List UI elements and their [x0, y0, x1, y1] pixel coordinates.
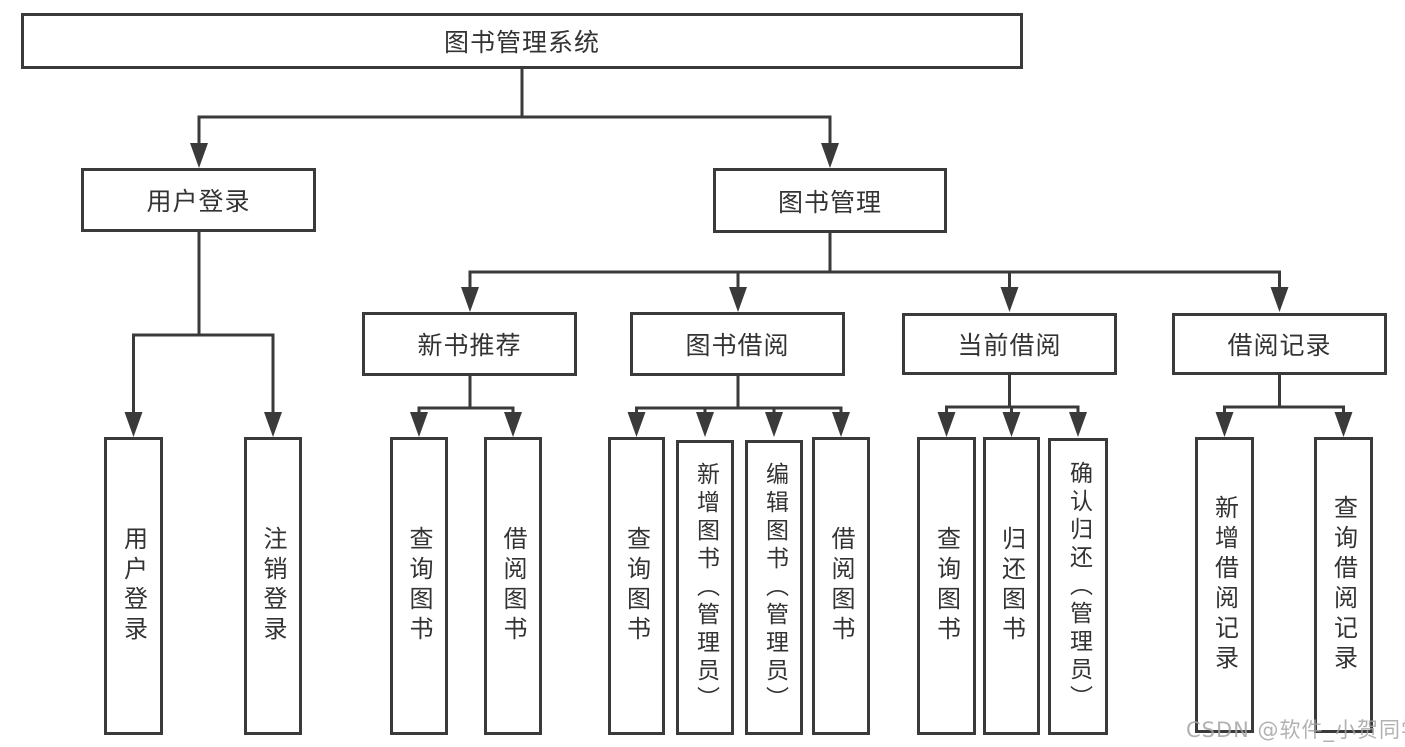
connector-userlogin-to-leaves — [132, 230, 275, 417]
leaf-records-add-record-label: 新增借阅记录 — [1210, 495, 1239, 675]
arrowhead-icon — [1069, 412, 1087, 437]
connector-records-to-leaves — [1223, 373, 1345, 417]
leaf-borrowing-add-books: 新增图书（管理员） — [676, 440, 734, 735]
leaf-borrowing-edit-books-label: 编辑图书（管理员） — [761, 461, 788, 714]
node-book-borrowing-label: 图书借阅 — [685, 331, 790, 360]
leaf-records-add-record: 新增借阅记录 — [1195, 437, 1254, 733]
leaf-recommend-query-books-label: 查询图书 — [405, 526, 433, 646]
node-book-borrowing: 图书借阅 — [630, 312, 845, 376]
leaf-borrowing-edit-books: 编辑图书（管理员） — [745, 440, 803, 735]
leaf-user-login-label: 用户登录 — [119, 526, 148, 646]
leaf-recommend-borrow-books-label: 借阅图书 — [499, 526, 527, 646]
leaf-borrowing-query-books: 查询图书 — [608, 437, 665, 735]
arrowhead-icon — [696, 412, 714, 437]
leaf-user-login: 用户登录 — [104, 437, 163, 735]
leaf-recommend-query-books: 查询图书 — [390, 437, 448, 735]
node-current-borrowing-label: 当前借阅 — [957, 331, 1062, 360]
connector-current-to-leaves — [945, 373, 1080, 417]
connector-root-to-level2 — [197, 67, 832, 148]
arrowhead-icon — [937, 412, 956, 437]
arrowhead-icon — [1002, 412, 1021, 437]
leaf-records-query-record-label: 查询借阅记录 — [1329, 495, 1358, 675]
leaf-current-confirm-return-label: 确认归还（管理员） — [1065, 460, 1092, 713]
leaf-logout-label: 注销登录 — [259, 526, 287, 646]
node-user-login: 用户登录 — [81, 168, 316, 232]
arrowhead-icon — [821, 143, 839, 168]
node-root: 图书管理系统 — [21, 13, 1023, 69]
node-new-book-recommend: 新书推荐 — [362, 312, 577, 376]
node-borrowing-records-label: 借阅记录 — [1227, 331, 1332, 360]
connector-borrowing-to-leaves — [635, 374, 843, 417]
arrowhead-icon — [627, 412, 646, 437]
leaf-current-return-books: 归还图书 — [983, 437, 1040, 735]
leaf-current-query-books-label: 查询图书 — [932, 526, 961, 646]
node-book-management-label: 图书管理 — [777, 187, 882, 217]
leaf-borrowing-query-books-label: 查询图书 — [622, 526, 651, 646]
arrowhead-icon — [504, 412, 522, 437]
arrowhead-icon — [765, 412, 783, 437]
leaf-current-return-books-label: 归还图书 — [997, 526, 1026, 646]
node-book-management: 图书管理 — [713, 168, 947, 233]
leaf-borrowing-add-books-label: 新增图书（管理员） — [692, 461, 719, 714]
connector-recommend-to-leaves — [417, 374, 515, 417]
arrowhead-icon — [1334, 412, 1353, 437]
connector-bookmgmt-to-level3 — [468, 231, 1281, 292]
leaf-current-query-books: 查询图书 — [917, 437, 976, 735]
leaf-borrowing-borrow-books-label: 借阅图书 — [827, 526, 855, 646]
leaf-records-query-record: 查询借阅记录 — [1314, 437, 1373, 733]
leaf-current-confirm-return: 确认归还（管理员） — [1048, 438, 1108, 735]
arrowhead-icon — [264, 412, 282, 437]
arrowhead-icon — [461, 287, 479, 312]
node-borrowing-records: 借阅记录 — [1172, 313, 1387, 375]
node-user-login-label: 用户登录 — [146, 187, 251, 216]
node-new-book-recommend-label: 新书推荐 — [417, 331, 522, 360]
csdn-watermark: CSDN @软件_小贺同学 — [1186, 718, 1405, 742]
arrowhead-icon — [832, 412, 850, 437]
leaf-recommend-borrow-books: 借阅图书 — [484, 437, 542, 735]
arrowhead-icon — [1000, 287, 1019, 312]
node-current-borrowing: 当前借阅 — [902, 313, 1117, 375]
arrowhead-icon — [1215, 412, 1234, 437]
arrowhead-icon — [1270, 287, 1289, 312]
arrowhead-icon — [410, 412, 428, 437]
leaf-logout: 注销登录 — [244, 437, 302, 735]
node-root-label: 图书管理系统 — [443, 28, 600, 57]
arrowhead-icon — [729, 287, 747, 312]
arrowhead-icon — [190, 143, 208, 168]
arrowhead-icon — [124, 412, 143, 437]
leaf-borrowing-borrow-books: 借阅图书 — [812, 437, 870, 735]
